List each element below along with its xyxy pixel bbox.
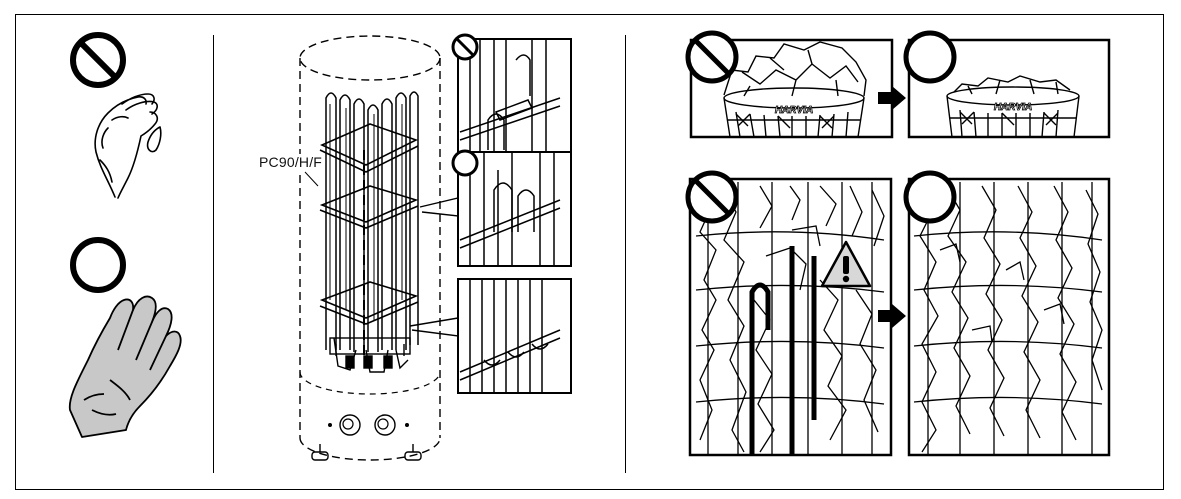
stones-gap-visible <box>685 170 893 457</box>
section-divider-left <box>213 35 214 473</box>
detail-correct <box>451 149 572 267</box>
stones-covered <box>903 170 1111 457</box>
diagram-frame <box>15 14 1164 490</box>
bare-hand-icon <box>94 93 162 199</box>
brand-logo-right: HARVIA <box>994 102 1032 113</box>
heater-drawing <box>299 35 459 461</box>
model-label: PC90/H/F <box>257 154 325 170</box>
arrow-right-icon <box>878 304 906 328</box>
detail-bottom <box>457 278 572 394</box>
detail-incorrect <box>451 33 572 154</box>
allowed-icon <box>70 237 126 293</box>
prohibited-icon <box>70 32 126 88</box>
arrow-right-icon <box>878 86 906 110</box>
gloved-hand-icon <box>68 295 182 438</box>
section-divider-right <box>625 35 626 473</box>
stones-overfilled: HARVIA <box>685 30 894 139</box>
brand-logo-left: HARVIA <box>775 105 813 116</box>
warning-icon <box>820 240 872 288</box>
stones-correct: HARVIA <box>903 30 1111 139</box>
